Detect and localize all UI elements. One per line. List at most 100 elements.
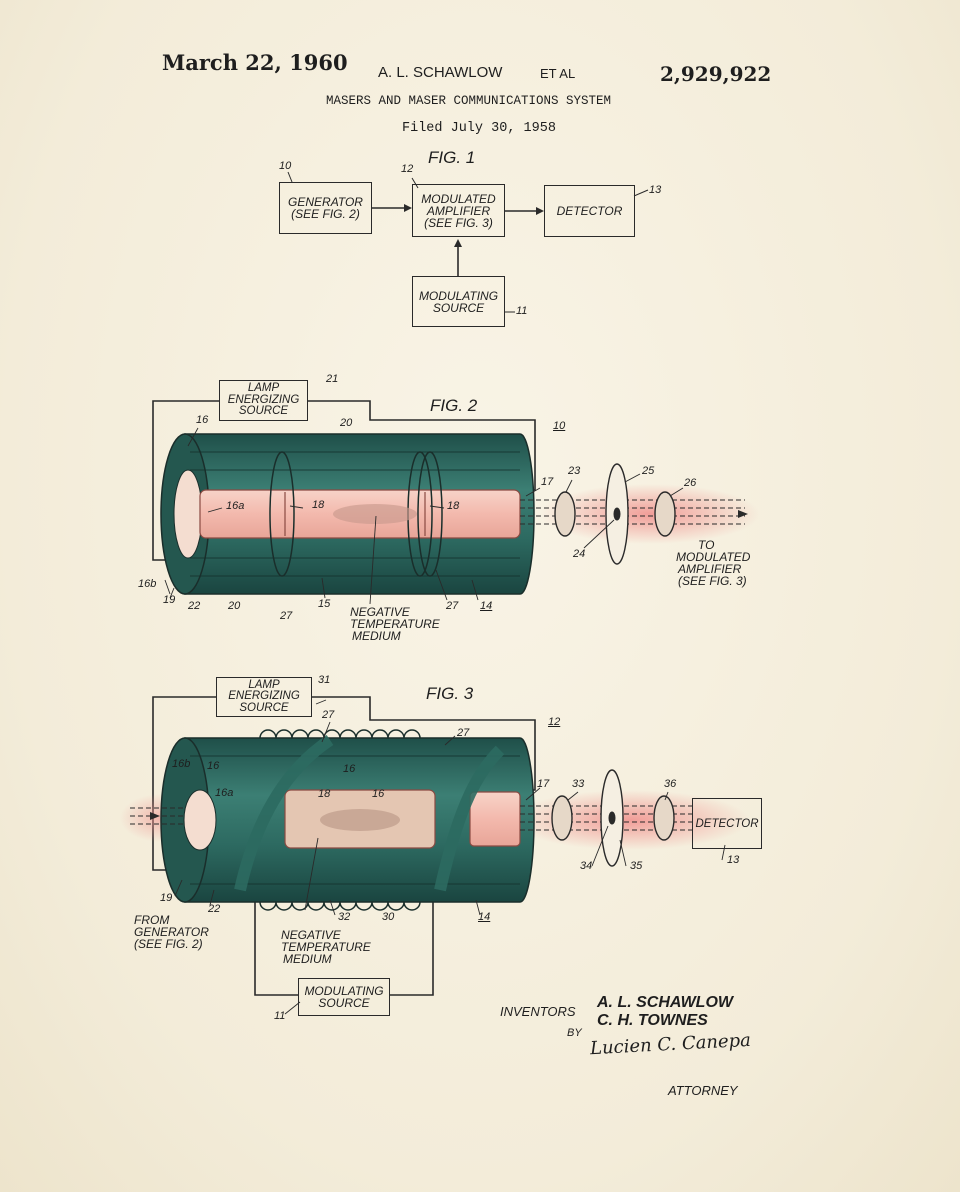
fig2-ref-15: 15	[318, 598, 331, 610]
fig3-ref-19: 19	[160, 892, 173, 904]
fig3-ref-35: 35	[630, 860, 643, 872]
fig2-ref-10: 10	[553, 420, 566, 432]
fig3-ref-31: 31	[318, 674, 331, 686]
fig2-ref-20-top: 20	[340, 417, 353, 429]
fig3-ref-22: 22	[208, 903, 221, 915]
fig2-lamp-line-2: ENERGIZING	[227, 393, 300, 406]
fig3-medium-label: NEGATIVE TEMPERATURE MEDIUM	[281, 929, 371, 965]
fig2-ref-27a: 27	[280, 610, 293, 622]
fig3-ref-16a: 16a	[215, 787, 234, 799]
fig3-medium-line-3: MEDIUM	[283, 952, 332, 966]
by-label: BY	[567, 1027, 582, 1039]
fig3-cylinder	[160, 729, 535, 911]
fig2-medium-line-1: NEGATIVE	[350, 605, 410, 619]
fig2-ref-22: 22	[188, 600, 201, 612]
fig3-source-label: SOURCE	[318, 996, 370, 1010]
fig3-ref-16-a: 16	[207, 760, 220, 772]
fig3-detector-label: DETECTOR	[695, 817, 759, 830]
inventor-1: A. L. SCHAWLOW	[597, 994, 733, 1011]
generator-box: GENERATOR (SEE FIG. 2)	[279, 182, 372, 234]
fig2-ref-21: 21	[326, 373, 339, 385]
fig3-ref-11: 11	[274, 1010, 286, 1022]
fig3-modulating-label: MODULATING	[304, 984, 384, 998]
fig3-lamp-line-3: SOURCE	[239, 701, 289, 714]
fig2-output-line-3: AMPLIFIER	[678, 562, 742, 576]
fig3-from-generator-label: FROM GENERATOR (SEE FIG. 2)	[134, 914, 209, 950]
fig1-label: FIG. 1	[428, 148, 476, 167]
fig2-cylinder	[160, 433, 535, 595]
et-al: ET AL	[540, 66, 576, 81]
fig1-ref-11: 11	[516, 305, 528, 317]
fig2-ref-25: 25	[642, 465, 655, 477]
fig2-ref-14: 14	[480, 600, 493, 612]
fig3-from-line-3: (SEE FIG. 2)	[134, 937, 203, 951]
fig2-optics	[520, 463, 748, 565]
fig1-ref-13: 13	[649, 184, 662, 196]
fig3-ref-36: 36	[664, 778, 677, 790]
fig2-output-line-1: TO	[698, 538, 715, 552]
inventor-2: C. H. TOWNES	[597, 1012, 708, 1029]
patent-date: March 22, 1960	[162, 50, 348, 75]
patent-number: 2,929,922	[660, 62, 772, 86]
fig3-from-line-2: GENERATOR	[134, 925, 209, 939]
source-label: SOURCE	[432, 300, 485, 315]
fig2-lamp-energizing-source-box: LAMP ENERGIZING SOURCE	[219, 380, 308, 421]
fig1-ref-10: 10	[279, 160, 292, 172]
fig2-ref-19: 19	[163, 594, 176, 606]
modulated-amplifier-box: MODULATED AMPLIFIER (SEE FIG. 3)	[412, 184, 505, 237]
fig3-modulating-source-box: MODULATING SOURCE	[298, 978, 390, 1016]
fig2-ref-27b: 27	[446, 600, 459, 612]
fig2-ref-18a: 18	[312, 499, 325, 511]
fig2-output-line-2: MODULATED	[676, 550, 751, 564]
fig1-connectors	[287, 171, 649, 313]
modulating-source-box: MODULATING SOURCE	[412, 276, 505, 327]
detector-box: DETECTOR	[544, 185, 635, 237]
fig3-ref-18: 18	[318, 788, 331, 800]
fig2-ref-16b: 16b	[138, 578, 157, 590]
fig3-ref-16-c: 16	[372, 788, 385, 800]
fig3-ref-14: 14	[478, 911, 491, 923]
fig3-ref-30: 30	[382, 911, 395, 923]
fig3-detector-box: DETECTOR	[692, 798, 762, 849]
inventors-label: INVENTORS	[500, 1004, 576, 1019]
fig3-ref-27a: 27	[322, 709, 335, 721]
amplifier-label-2: AMPLIFIER	[426, 203, 491, 218]
fig2-medium-line-3: MEDIUM	[352, 629, 401, 643]
fig3-medium-line-2: TEMPERATURE	[281, 940, 371, 954]
fig3-optics	[130, 769, 692, 867]
inventor-header: A. L. SCHAWLOW	[378, 64, 503, 81]
fig1-ref-12: 12	[401, 163, 414, 175]
amplifier-ref: (SEE FIG. 3)	[424, 215, 493, 230]
fig2-lamp-line-3: SOURCE	[238, 405, 289, 418]
fig3-ref-13: 13	[727, 854, 740, 866]
fig2-ref-18b: 18	[447, 500, 460, 512]
fig2-ref-20-bottom: 20	[228, 600, 241, 612]
fig3-lamp-line-1: LAMP	[248, 678, 280, 691]
filed-date: Filed July 30, 1958	[402, 121, 556, 136]
fig2-label: FIG. 2	[430, 396, 478, 415]
detector-label: DETECTOR	[556, 204, 623, 218]
fig3-medium-line-1: NEGATIVE	[281, 928, 341, 942]
fig3-from-line-1: FROM	[134, 913, 170, 927]
fig3-ref-12: 12	[548, 716, 561, 728]
fig2-output-label: TO MODULATED AMPLIFIER (SEE FIG. 3)	[676, 539, 750, 587]
fig3-lamp-energizing-source-box: LAMP ENERGIZING SOURCE	[216, 677, 312, 717]
attorney-label: ATTORNEY	[668, 1083, 738, 1098]
fig3-ref-33: 33	[572, 778, 585, 790]
fig3-ref-17: 17	[537, 778, 550, 790]
fig2-output-line-4: (SEE FIG. 3)	[678, 574, 747, 588]
fig2-ref-26: 26	[684, 477, 697, 489]
fig2-ref-16: 16	[196, 414, 209, 426]
fig2-ref-16a: 16a	[226, 500, 245, 512]
fig3-ref-34: 34	[580, 860, 593, 872]
fig2-ref-17: 17	[541, 476, 554, 488]
fig3-ref-32: 32	[338, 911, 351, 923]
fig3-lamp-line-2: ENERGIZING	[228, 690, 300, 703]
generator-ref: (SEE FIG. 2)	[291, 207, 360, 221]
fig3-label: FIG. 3	[426, 684, 474, 703]
fig2-medium-line-2: TEMPERATURE	[350, 617, 440, 631]
fig2-ref-24: 24	[573, 548, 586, 560]
amplifier-label-1: MODULATED	[421, 191, 496, 206]
